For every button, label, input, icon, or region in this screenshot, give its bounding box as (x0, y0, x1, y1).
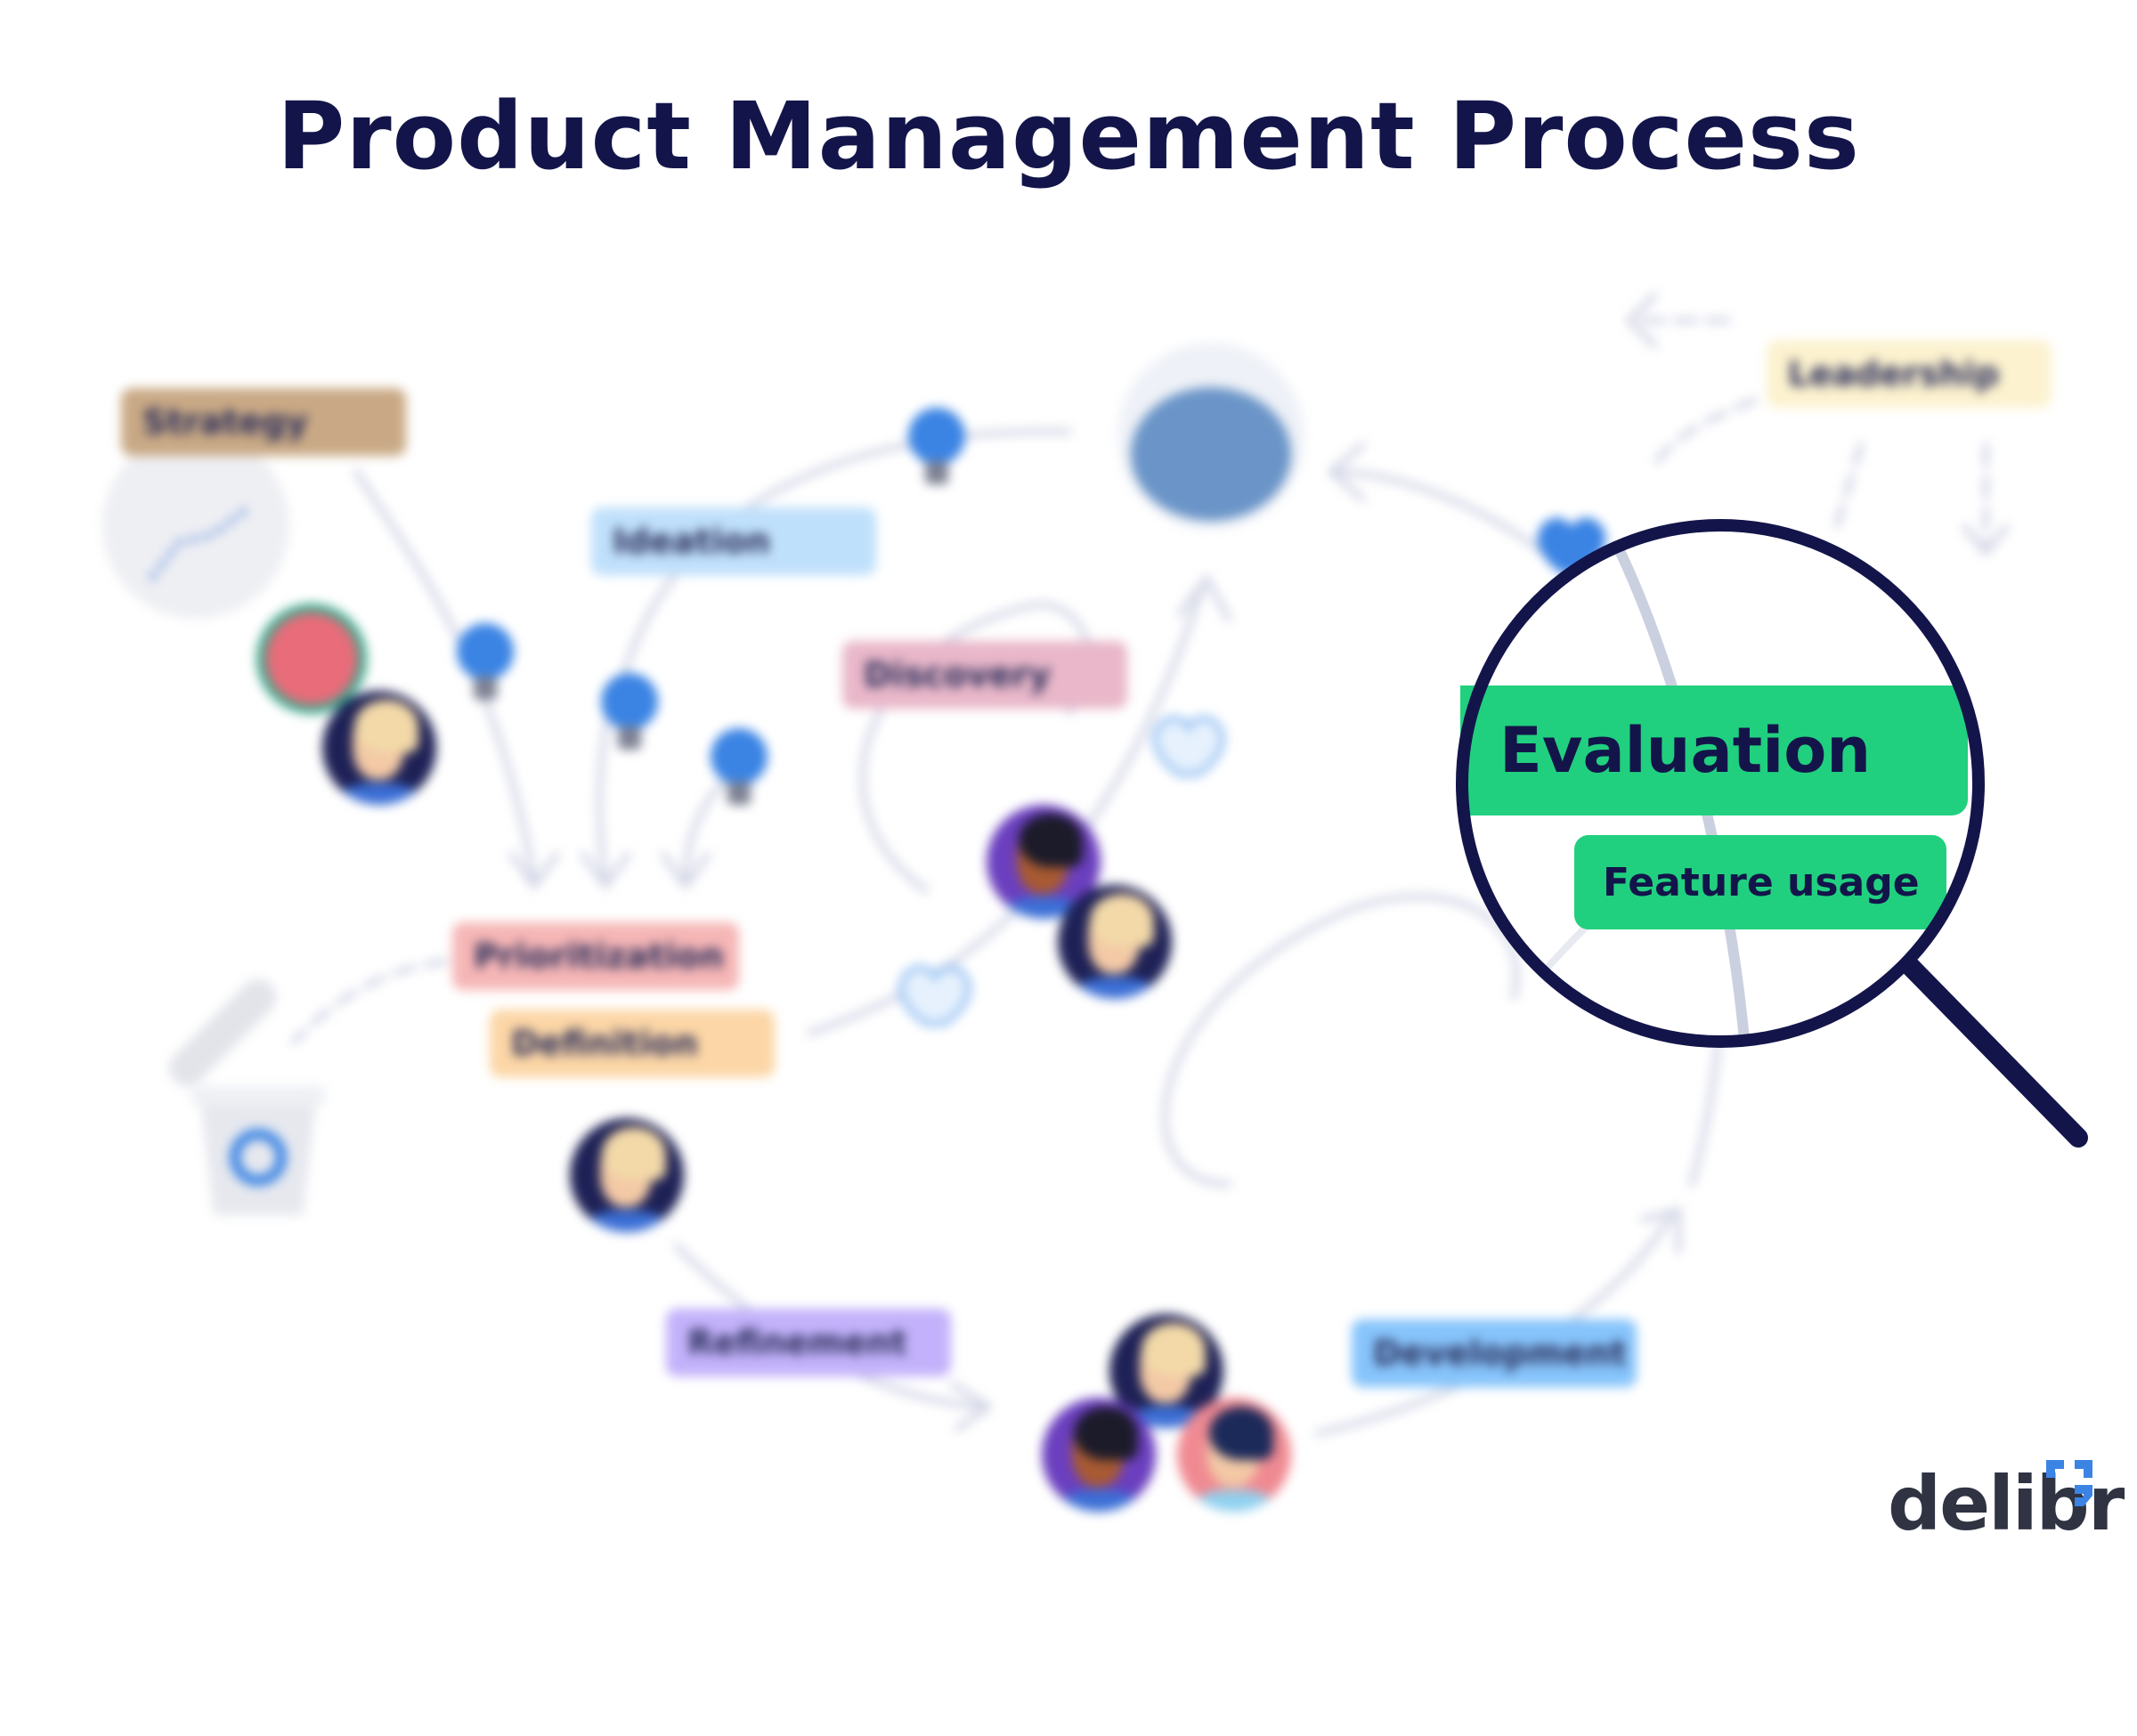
magnifier-handle (1899, 955, 2088, 1148)
delibr-logo-mark-icon (2046, 1460, 2092, 1506)
avatar (322, 691, 436, 805)
lightbulb-icons (457, 408, 965, 805)
stage-tag-refinement: Refinement (666, 1309, 951, 1376)
trash-bin-icon (169, 979, 325, 1215)
stage-tag-development: Development (1352, 1319, 1637, 1387)
speech-bubble (102, 432, 289, 619)
feature-usage-label: Feature usage (1574, 835, 1946, 929)
page-title: Product Management Process (277, 82, 1860, 191)
stage-tag-prioritization: Prioritization (452, 922, 739, 990)
avatar (1109, 1314, 1223, 1428)
avatar (1177, 1398, 1291, 1512)
evaluation-stage-label: Evaluation (1460, 685, 1968, 815)
avatar (1042, 1398, 1156, 1512)
stage-tag-discovery: Discovery (842, 641, 1127, 709)
avatar (570, 1118, 684, 1232)
heart-icons (898, 716, 1225, 1026)
stage-tag-ideation: Ideation (591, 507, 876, 575)
stage-tag-strategy: Strategy (121, 388, 406, 456)
stage-tag-leadership: Leadership (1767, 340, 2052, 408)
avatar (1058, 885, 1172, 999)
stage-tag-definition: Definition (490, 1010, 775, 1077)
